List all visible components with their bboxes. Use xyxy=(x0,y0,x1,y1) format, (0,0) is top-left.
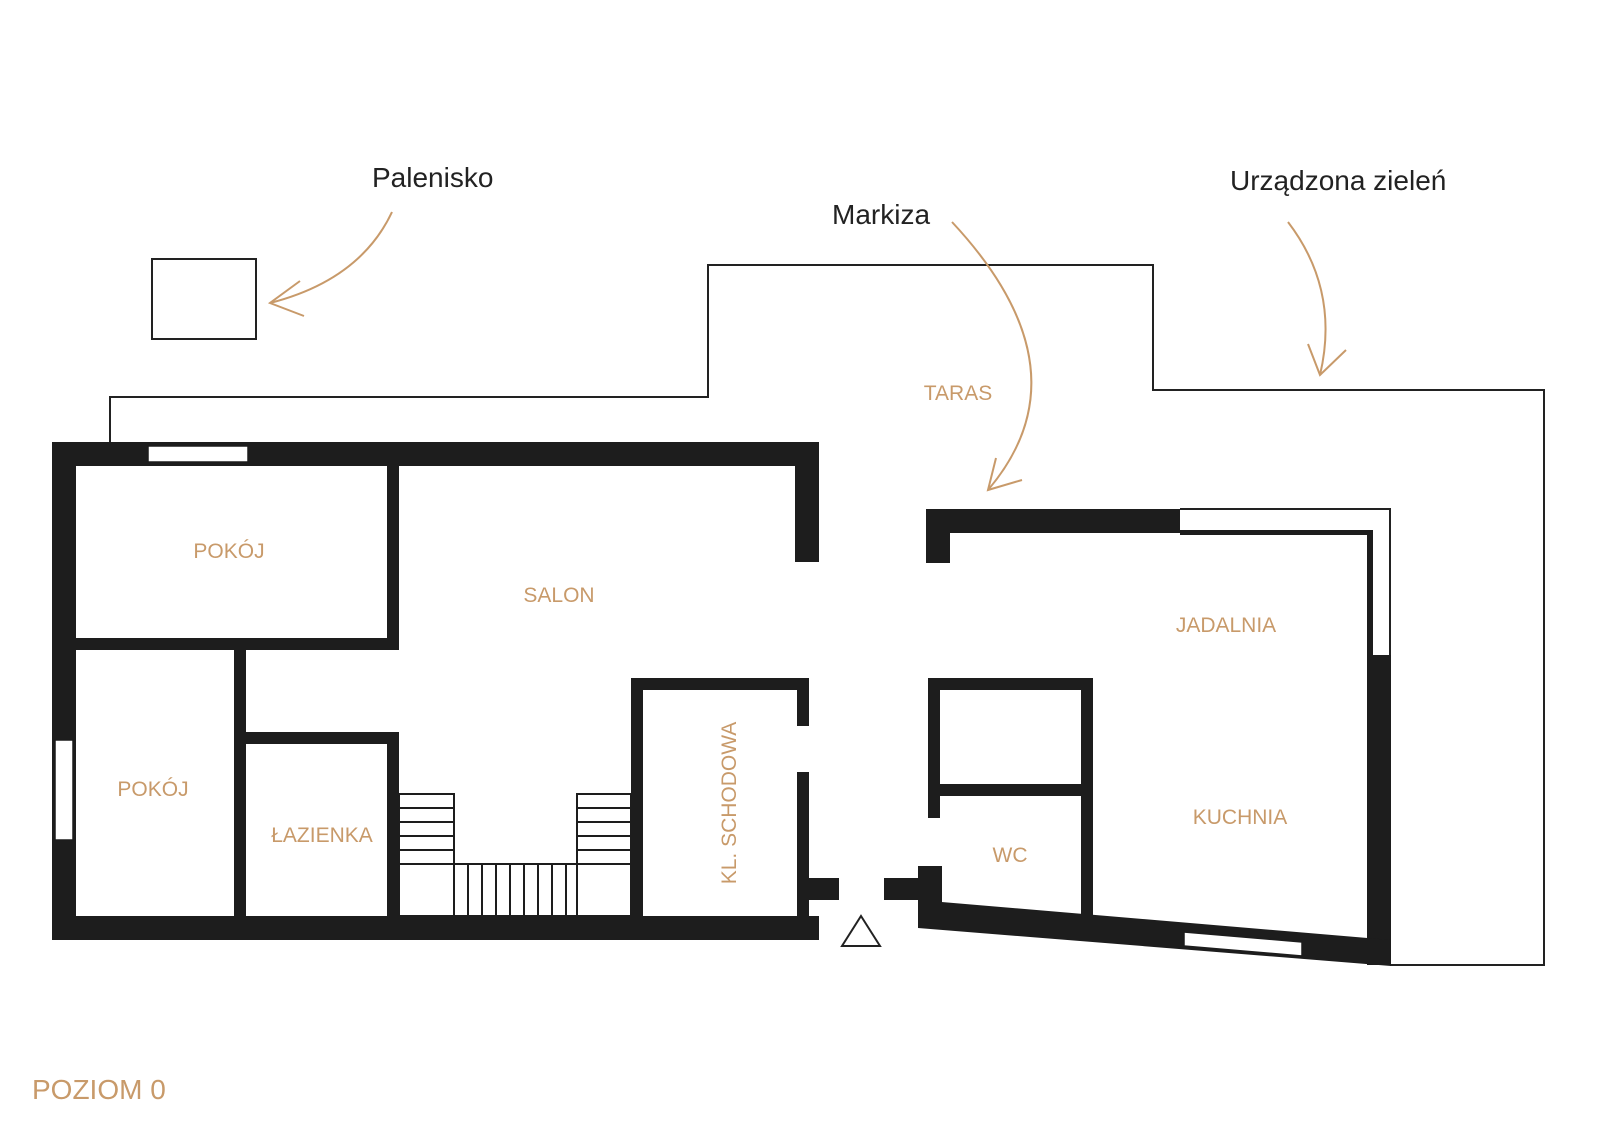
dining-terrace-outline xyxy=(1180,508,1391,655)
window-left xyxy=(54,739,74,841)
terrace-door-opening xyxy=(819,548,926,564)
wall-wc-left-upper xyxy=(928,678,940,818)
wall-staircase-left xyxy=(631,678,643,916)
wall-bathroom-top xyxy=(246,732,399,744)
room-label-kitchen: KUCHNIA xyxy=(1193,806,1288,829)
fire-pit-label: Palenisko xyxy=(372,162,493,193)
wall-top-left-return xyxy=(795,442,819,562)
wall-bottom-left xyxy=(52,916,819,940)
callout-arrows xyxy=(267,211,1347,492)
wall-entrance-left-stub xyxy=(797,878,839,900)
greenery-label: Urządzona zieleń xyxy=(1230,165,1446,196)
room-label-room-top: POKÓJ xyxy=(193,540,264,563)
wall-wc-top xyxy=(928,678,1093,690)
wall-top-right xyxy=(926,509,1180,533)
fire-pit-arrowhead xyxy=(267,280,305,317)
fire-pit-outline xyxy=(151,258,257,340)
room-label-room-bottom: POKÓJ xyxy=(117,778,188,801)
wall-room-bottom-right xyxy=(234,650,246,916)
awning-arrowhead xyxy=(986,457,1023,492)
windows xyxy=(54,445,1303,957)
window-top xyxy=(147,445,249,463)
wall-left xyxy=(52,442,76,940)
room-label-bathroom: ŁAZIENKA xyxy=(271,824,373,847)
greenery-arrowhead xyxy=(1307,343,1347,377)
wall-staircase-top xyxy=(631,678,809,690)
wall-top-right-thin xyxy=(1180,530,1373,535)
walls xyxy=(52,442,1391,966)
awning-arrow xyxy=(951,221,1033,491)
wall-room-top-bottom xyxy=(76,638,399,650)
awning-label: Markiza xyxy=(832,199,930,230)
fire-pit-arrow xyxy=(269,211,393,304)
stairs-right-flight xyxy=(576,793,632,917)
wall-staircase-right-upper xyxy=(797,678,809,726)
entrance-icon xyxy=(840,914,882,947)
room-label-dining-room: JADALNIA xyxy=(1176,614,1276,637)
stairs xyxy=(398,793,632,917)
room-label-living-room: SALON xyxy=(523,584,594,607)
room-label-staircase: KL. SCHODOWA xyxy=(718,722,741,885)
level-label: POZIOM 0 xyxy=(32,1074,166,1105)
stairs-left-flight xyxy=(398,793,455,917)
wall-wc-right xyxy=(1081,678,1093,918)
wall-right-thin xyxy=(1367,530,1373,655)
window-bottom-right xyxy=(1183,931,1303,957)
room-label-wc: WC xyxy=(993,844,1028,867)
wall-bathroom-right xyxy=(387,732,399,916)
wall-room-top-right xyxy=(387,466,399,650)
outdoor-outline xyxy=(109,258,1545,966)
wall-top-right-return xyxy=(926,509,950,563)
terrace-outline xyxy=(109,264,1545,966)
room-labels: TARAS POKÓJ SALON JADALNIA POKÓJ ŁAZIENK… xyxy=(117,382,1287,884)
wall-right xyxy=(1367,655,1391,965)
greenery-arrow xyxy=(1287,221,1327,376)
wall-entrance-right xyxy=(918,866,942,928)
room-label-terrace: TARAS xyxy=(924,382,992,405)
wall-bottom-right xyxy=(918,900,1391,966)
stairs-bottom-flight xyxy=(453,863,578,917)
wall-wc-middle xyxy=(940,784,1081,796)
